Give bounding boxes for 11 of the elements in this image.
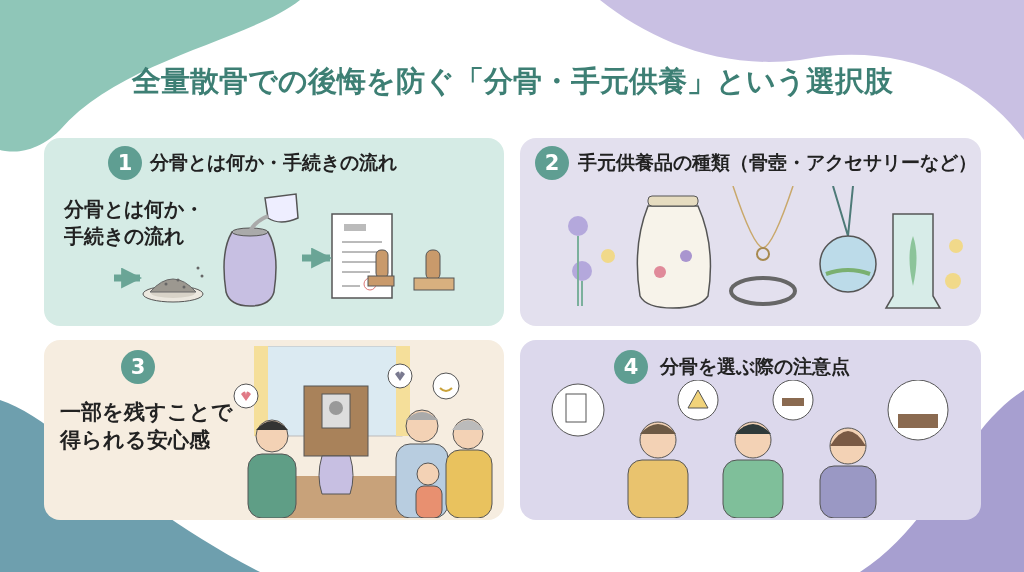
- section-heading: 分骨とは何か・手続きの流れ: [150, 150, 397, 175]
- number-badge: 4: [614, 350, 648, 384]
- section-heading: 手元供養品の種類（骨壺・アクセサリーなど）: [578, 150, 977, 175]
- number-badge: 2: [535, 146, 569, 180]
- number-badge: 1: [108, 146, 142, 180]
- section-heading: 分骨を選ぶ際の注意点: [660, 354, 850, 379]
- section-heading: 一部を残すことで得られる安心感: [60, 399, 234, 455]
- title: 全量散骨での後悔を防ぐ「分骨・手元供養」という選択肢: [130, 63, 894, 100]
- number-badge: 3: [121, 350, 155, 384]
- step-label: 分骨とは何か・手続きの流れ: [64, 196, 205, 250]
- section-card: [44, 138, 504, 326]
